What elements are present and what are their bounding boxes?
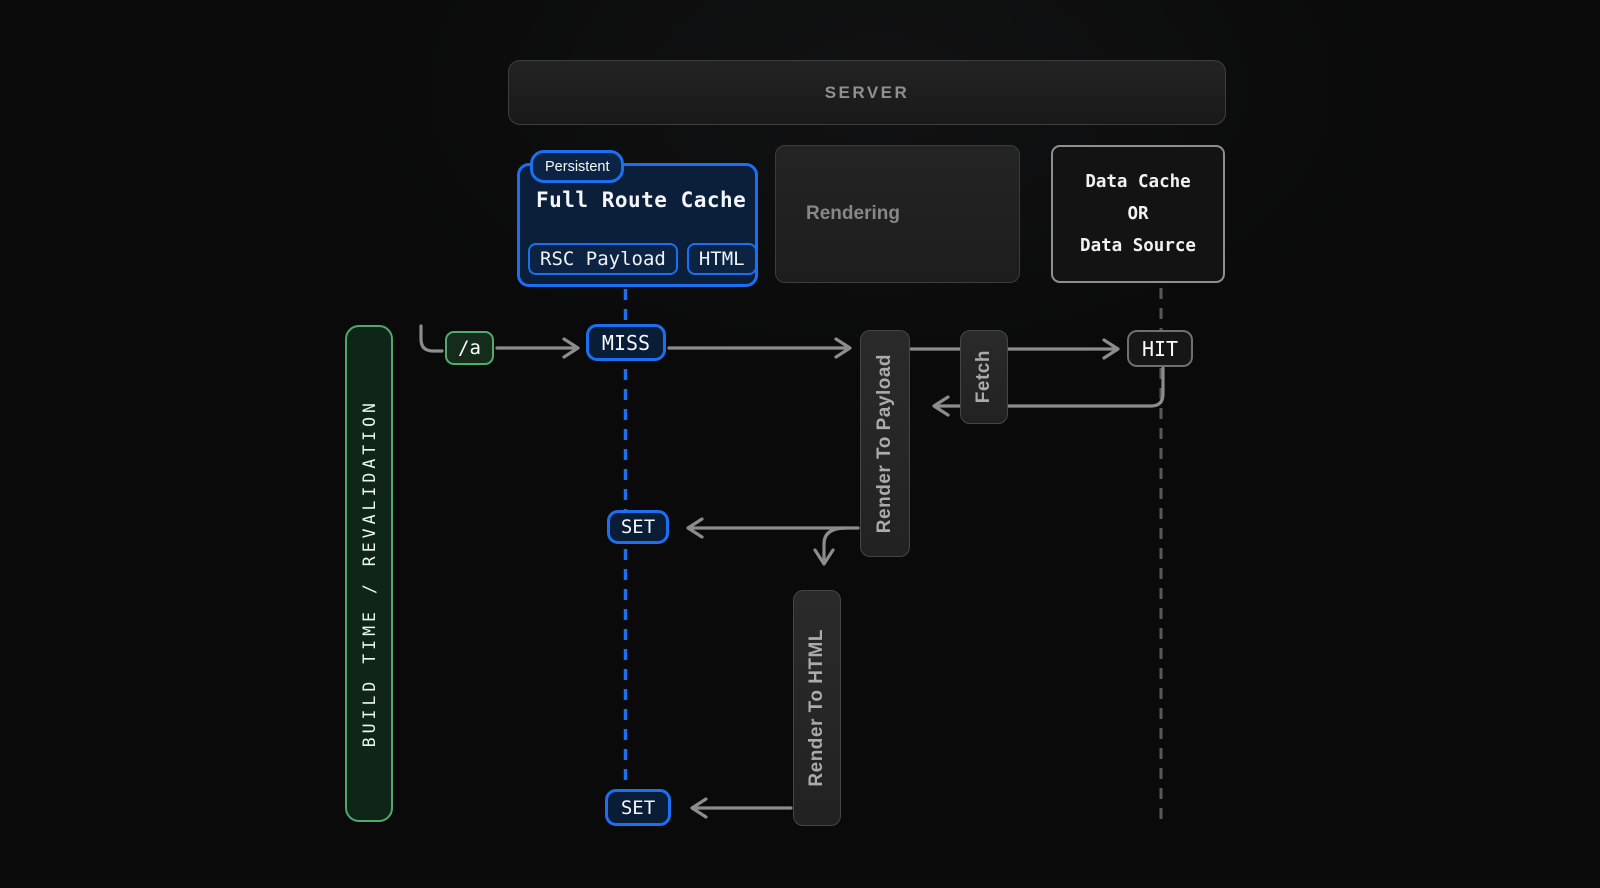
cache-content-chips: RSC Payload HTML (528, 243, 757, 275)
render-to-html-box: Render To HTML (793, 590, 841, 826)
route-a-label: /a (458, 337, 481, 359)
render-to-payload-box: Render To Payload (860, 330, 910, 557)
rendering-box: Rendering (775, 145, 1020, 283)
persistent-label: Persistent (545, 158, 610, 175)
data-cache-box: Data Cache OR Data Source (1051, 145, 1225, 283)
hit-label: HIT (1141, 336, 1179, 361)
set-bottom-label: SET (620, 796, 656, 819)
data-cache-line-2: OR (1127, 204, 1149, 224)
render-to-html-label: Render To HTML (806, 629, 827, 787)
server-label: SERVER (824, 82, 910, 102)
arrowhead-route-to-miss (562, 337, 580, 359)
hit-badge: HIT (1127, 330, 1193, 367)
fetch-box: Fetch (960, 330, 1008, 424)
arrowhead-html-to-set (690, 797, 708, 819)
full-route-cache-box: Persistent Full Route Cache RSC Payload … (517, 150, 758, 287)
route-a-chip: /a (445, 331, 494, 365)
arrowhead-miss-to-render-payload (834, 337, 852, 359)
build-time-bar: BUILD TIME / REVALIDATION (345, 325, 393, 822)
incoming-request-elbow (419, 324, 444, 353)
data-cache-line-3: Data Source (1080, 236, 1196, 256)
html-chip: HTML (686, 243, 757, 275)
branch-payload-to-html (822, 526, 848, 562)
set-top-label: SET (620, 516, 656, 538)
persistent-badge: Persistent (530, 150, 625, 183)
full-route-cache-title: Full Route Cache (536, 188, 747, 212)
arrowhead-payload-to-hit (1102, 338, 1120, 360)
arrowhead-branch-down (813, 548, 835, 566)
set-badge-bottom: SET (605, 789, 671, 826)
set-badge-top: SET (607, 510, 669, 544)
build-time-label: BUILD TIME / REVALIDATION (359, 399, 379, 748)
arrowhead-hit-return (932, 395, 950, 417)
arrow-hit-return (934, 366, 1165, 408)
rendering-label: Rendering (806, 203, 900, 224)
miss-badge: MISS (586, 324, 666, 361)
server-banner: SERVER (508, 60, 1226, 125)
data-cache-line-1: Data Cache (1085, 172, 1191, 192)
arrowhead-payload-to-set (686, 517, 704, 539)
rsc-payload-chip: RSC Payload (528, 243, 678, 275)
fetch-label: Fetch (973, 350, 994, 404)
miss-label: MISS (601, 330, 651, 355)
render-to-payload-label: Render To Payload (874, 353, 895, 534)
